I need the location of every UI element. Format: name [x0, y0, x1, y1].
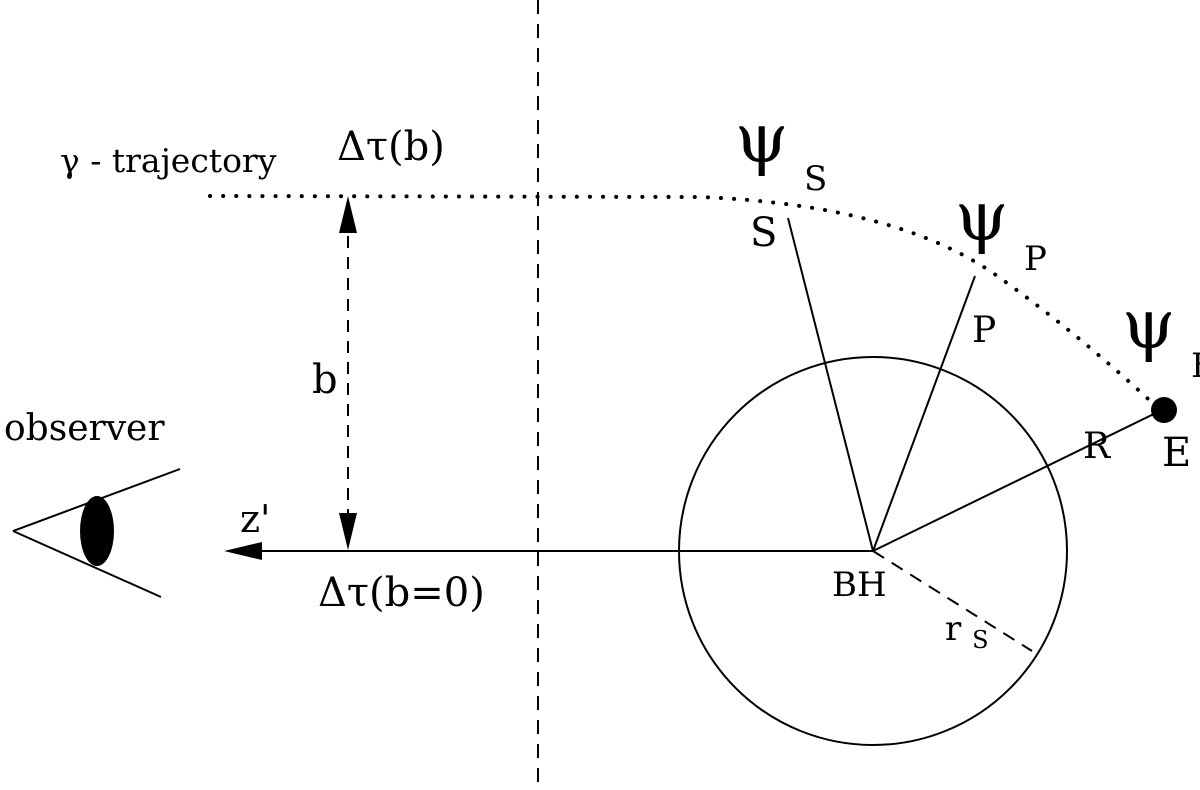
psi-e-symbol: ψ: [1122, 286, 1175, 365]
delta-tau-b-label: Δτ(b): [337, 124, 445, 170]
radial-line-s: [787, 217, 874, 552]
point-s-label: S: [750, 210, 777, 256]
emission-point-e: [1151, 397, 1177, 423]
radial-line-p: [872, 275, 976, 552]
observer-eye-icon: [12, 468, 181, 598]
schwarzschild-radius-label: r S: [945, 609, 989, 654]
psi-p-symbol: ψ: [955, 178, 1008, 257]
trajectory-label: γ - trajectory: [60, 141, 277, 180]
b-label: b: [312, 357, 338, 403]
psi-p-label: ψ P: [955, 178, 1047, 279]
psi-e-label: ψ E: [1122, 286, 1200, 386]
z-prime-axis-arrowhead: [224, 542, 262, 560]
impact-arrow-head-bottom: [339, 513, 357, 550]
z-prime-label: z': [240, 497, 270, 541]
point-p-label: P: [972, 310, 996, 351]
rs-main: r: [945, 609, 962, 649]
point-e-label: E: [1162, 430, 1191, 476]
psi-s-label: ψ S: [735, 100, 827, 199]
impact-arrow-head-top: [339, 196, 357, 233]
schwarzschild-radius-line: [872, 550, 1033, 652]
observer-label: observer: [4, 408, 165, 449]
rs-subscript: S: [972, 626, 988, 654]
delta-tau-b0-label: Δτ(b=0): [318, 570, 485, 616]
black-hole-label: BH: [832, 565, 887, 605]
radius-r-label: R: [1083, 426, 1111, 467]
psi-p-subscript: P: [1024, 239, 1047, 279]
black-hole-circle: [678, 356, 1068, 746]
psi-e-subscript: E: [1191, 346, 1200, 386]
psi-s-subscript: S: [804, 159, 827, 199]
psi-s-symbol: ψ: [735, 100, 788, 179]
radial-line-e: [872, 409, 1163, 552]
